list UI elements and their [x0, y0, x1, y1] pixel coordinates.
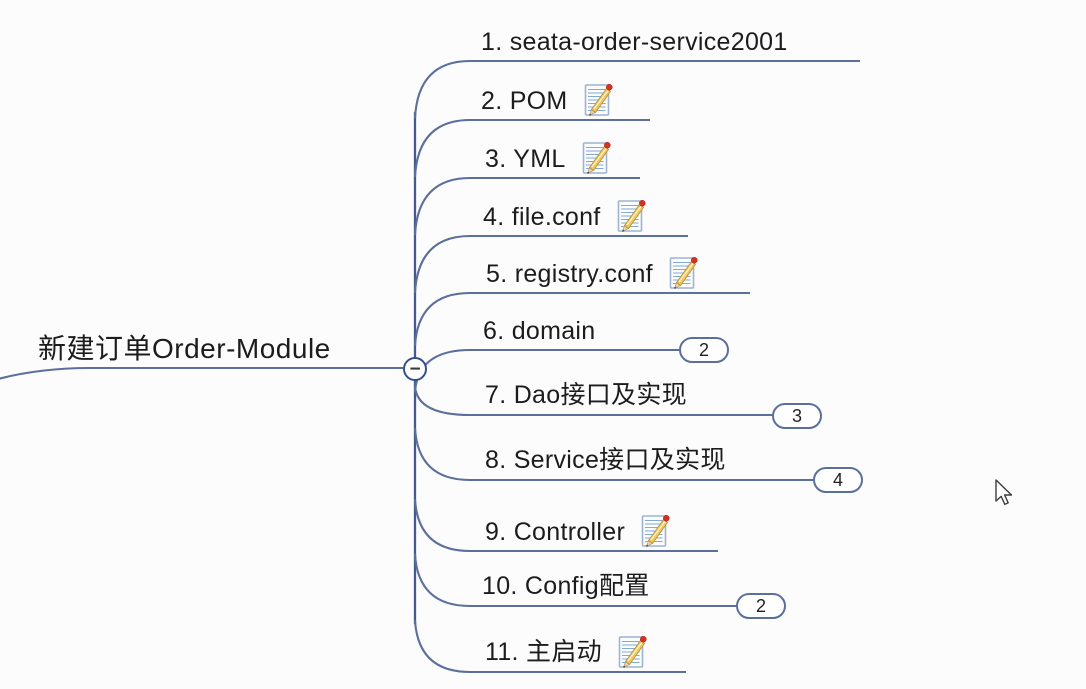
branch-line-11	[413, 619, 686, 674]
topic-label: 6. domain	[483, 317, 596, 345]
branch-line-10	[413, 553, 737, 608]
topic-9[interactable]: 9. Controller	[485, 507, 672, 549]
topic-label: 10. Config配置	[482, 572, 650, 600]
branch-line-5	[413, 291, 750, 347]
root-topic[interactable]: 新建订单Order-Module	[38, 333, 331, 364]
note-icon[interactable]	[616, 196, 648, 234]
topic-label: 2. POM	[481, 87, 568, 115]
topic-6[interactable]: 6. domain	[483, 306, 596, 348]
topic-1[interactable]: 1. seata-order-service2001	[481, 17, 788, 59]
collapse-button[interactable]: −	[403, 357, 427, 381]
topic-3[interactable]: 3. YML	[485, 134, 613, 176]
note-icon[interactable]	[583, 80, 615, 118]
branch-line-1	[413, 59, 860, 119]
note-icon[interactable]	[668, 253, 700, 291]
mouse-cursor-icon	[995, 479, 1013, 506]
topic-7[interactable]: 7. Dao接口及实现	[485, 371, 687, 413]
topic-5[interactable]: 5. registry.conf	[486, 249, 700, 291]
topic-8[interactable]: 8. Service接口及实现	[485, 436, 726, 478]
topic-label: 7. Dao接口及实现	[485, 381, 687, 409]
branch-line-9	[413, 498, 718, 553]
branch-line-7	[413, 386, 772, 417]
children-count-badge-domain[interactable]: 2	[679, 337, 729, 363]
topic-10[interactable]: 10. Config配置	[482, 562, 650, 604]
note-icon[interactable]	[581, 138, 613, 176]
branch-line-8	[413, 427, 813, 482]
branch-line-6	[413, 348, 680, 393]
children-count-badge-dao[interactable]: 3	[772, 403, 822, 429]
note-icon[interactable]	[617, 632, 649, 670]
topic-label: 3. YML	[485, 145, 566, 173]
children-count-badge-service[interactable]: 4	[813, 467, 863, 493]
branch-line-3	[413, 176, 640, 236]
branch-line-2	[413, 118, 650, 178]
note-icon[interactable]	[640, 511, 672, 549]
topic-label: 11. 主启动	[485, 638, 602, 666]
root-connector-line	[0, 366, 404, 380]
topic-label: 8. Service接口及实现	[485, 446, 726, 474]
branch-line-4	[413, 234, 688, 294]
topic-11[interactable]: 11. 主启动	[485, 628, 649, 670]
topic-label: 4. file.conf	[483, 203, 601, 231]
topic-label: 5. registry.conf	[486, 260, 653, 288]
topic-label: 1. seata-order-service2001	[481, 28, 788, 56]
topic-label: 9. Controller	[485, 518, 626, 546]
topic-2[interactable]: 2. POM	[481, 76, 615, 118]
topic-4[interactable]: 4. file.conf	[483, 192, 648, 234]
children-count-badge-config[interactable]: 2	[736, 593, 786, 619]
